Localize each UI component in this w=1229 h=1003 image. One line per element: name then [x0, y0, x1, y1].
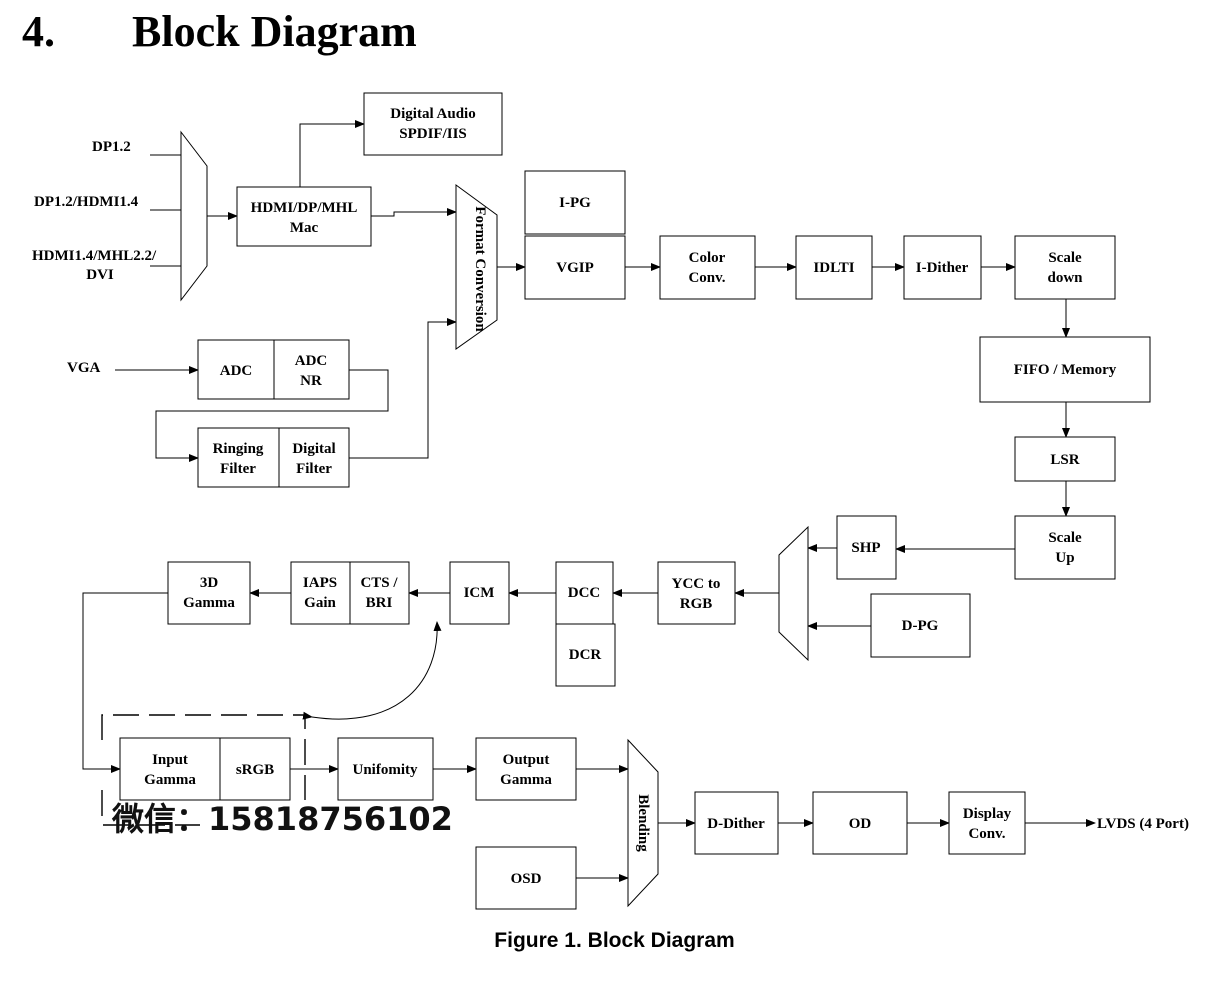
block-label: 3D [200, 575, 219, 591]
block-adc-nr: ADC NR [273, 339, 350, 400]
connection-wires [82, 120, 1096, 882]
input-label-dp12-hdmi14: DP1.2/HDMI1.4 [34, 194, 139, 210]
block-iaps-gain: IAPS Gain [290, 561, 351, 625]
block-digital-filter: Digital Filter [278, 427, 350, 488]
input-label-dvi: DVI [86, 267, 114, 283]
block-scale-up: Scale Up [1014, 515, 1116, 580]
block-label: OSD [511, 871, 542, 887]
block-label: SHP [851, 540, 880, 556]
block-hdmi-mac: HDMI/DP/MHL Mac [236, 186, 372, 247]
block-icm: ICM [449, 561, 510, 625]
output-label-lvds: LVDS (4 Port) [1097, 816, 1189, 832]
blending-label: Blending [635, 794, 651, 852]
block-label: Unifomity [353, 762, 418, 778]
block-label: ICM [464, 585, 495, 601]
block-d-pg: D-PG [870, 593, 971, 658]
input-label-dp12: DP1.2 [92, 139, 131, 155]
block-d-dither: D-Dither [694, 791, 779, 855]
block-display-conv: Display Conv. [948, 791, 1026, 855]
block-label: Color [689, 250, 726, 266]
block-label: ADC [220, 363, 253, 379]
block-label: down [1047, 270, 1083, 286]
block-fifo-memory: FIFO / Memory [979, 336, 1151, 403]
block-ycc-to-rgb: YCC to RGB [657, 561, 736, 625]
block-label: CTS / [360, 575, 398, 591]
block-shp: SHP [836, 515, 897, 580]
block-label: Filter [296, 461, 332, 477]
block-label: I-PG [559, 195, 591, 211]
block-label: IDLTI [813, 260, 854, 276]
block-label: YCC to [672, 576, 721, 592]
block-adc: ADC [197, 339, 275, 400]
input-label-vga: VGA [67, 360, 101, 376]
block-lsr: LSR [1014, 436, 1116, 482]
block-label: Output [503, 752, 550, 768]
block-label: DCR [569, 647, 602, 663]
block-od: OD [812, 791, 908, 855]
block-ringing-filter: Ringing Filter [197, 427, 280, 488]
output-mux [778, 525, 809, 662]
block-label: Gamma [183, 595, 235, 611]
block-label: Input [152, 752, 188, 768]
block-label: BRI [366, 595, 393, 611]
block-cts-bri: CTS / BRI [349, 561, 410, 625]
watermark-text: 微信：15818756102 [112, 800, 453, 838]
block-output-gamma: Output Gamma [475, 737, 577, 801]
block-osd: OSD [475, 846, 577, 910]
block-label: Ringing [213, 441, 264, 457]
block-label: IAPS [303, 575, 337, 591]
input-label-hdmi-mhl-dvi: HDMI1.4/MHL2.2/ [32, 248, 157, 264]
block-label: Gain [304, 595, 336, 611]
block-idlti: IDLTI [795, 235, 873, 300]
block-color-conv: Color Conv. [659, 235, 756, 300]
block-label: Up [1055, 550, 1074, 566]
block-i-dither: I-Dither [903, 235, 982, 300]
block-label: DCC [568, 585, 601, 601]
block-uniformity: Unifomity [337, 737, 434, 801]
block-label: SPDIF/IIS [399, 126, 467, 142]
input-mux [180, 130, 208, 302]
block-label: Scale [1048, 250, 1082, 266]
block-label: D-PG [902, 618, 939, 634]
format-conversion-block [455, 184, 498, 350]
block-label: RGB [680, 596, 713, 612]
block-label: Conv. [688, 270, 725, 286]
block-scale-down: Scale down [1014, 235, 1116, 300]
figure-caption: Figure 1. Block Diagram [494, 929, 735, 952]
block-ipg: I-PG [524, 170, 626, 235]
block-label: ADC [295, 353, 328, 369]
block-label: Mac [290, 220, 319, 236]
block-label: HDMI/DP/MHL [251, 200, 358, 216]
blending-block [627, 738, 659, 908]
block-label: Digital Audio [390, 106, 475, 122]
block-label: Digital [292, 441, 335, 457]
block-vgip: VGIP [524, 235, 626, 300]
block-label: Scale [1048, 530, 1082, 546]
block-label: VGIP [556, 260, 594, 276]
block-label: I-Dither [916, 260, 969, 276]
block-label: sRGB [236, 762, 274, 778]
block-label: D-Dither [707, 816, 765, 832]
block-digital-audio: Digital Audio SPDIF/IIS [363, 92, 503, 156]
block-srgb: sRGB [219, 737, 291, 801]
block-label: LSR [1050, 452, 1079, 468]
block-3d-gamma: 3D Gamma [167, 561, 251, 625]
block-label: Gamma [144, 772, 196, 788]
block-label: Conv. [968, 826, 1005, 842]
block-dcc: DCC [555, 561, 614, 625]
section-number: 4. [22, 7, 55, 56]
section-title: Block Diagram [132, 7, 417, 56]
block-label: NR [300, 373, 322, 389]
block-label: FIFO / Memory [1014, 362, 1117, 378]
dashed-group-outline [101, 714, 306, 800]
block-label: Gamma [500, 772, 552, 788]
format-conversion-label: Format Conversion [472, 206, 488, 332]
block-dcr: DCR [555, 623, 616, 687]
block-label: OD [849, 816, 872, 832]
block-label: Filter [220, 461, 256, 477]
block-label: Display [963, 806, 1012, 822]
block-input-gamma: Input Gamma [119, 737, 221, 801]
